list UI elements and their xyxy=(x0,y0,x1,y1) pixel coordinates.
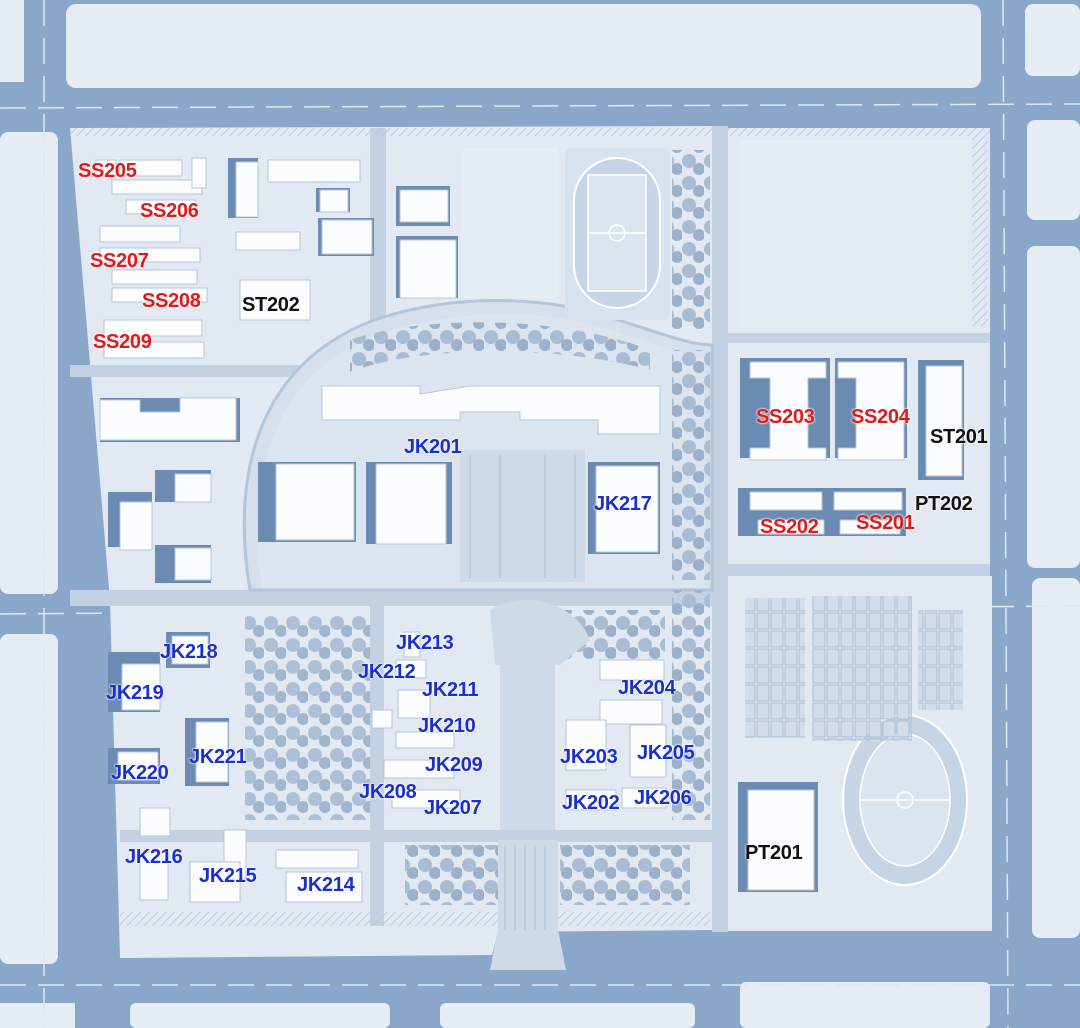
top-stadium xyxy=(565,148,670,320)
label-ss206: SS206 xyxy=(140,200,199,222)
label-jk220: JK220 xyxy=(111,762,169,784)
label-jk221: JK221 xyxy=(189,746,247,768)
label-jk205: JK205 xyxy=(637,742,695,764)
label-jk218: JK218 xyxy=(160,641,218,663)
south-gate xyxy=(490,930,566,970)
label-ss207: SS207 xyxy=(90,250,149,272)
label-jk212: JK212 xyxy=(358,661,416,683)
label-jk206: JK206 xyxy=(634,787,692,809)
label-st201: ST201 xyxy=(930,426,988,448)
label-jk216: JK216 xyxy=(125,846,183,868)
label-jk213: JK213 xyxy=(396,632,454,654)
label-pt201: PT201 xyxy=(745,842,803,864)
label-jk209: JK209 xyxy=(425,754,483,776)
label-st202: ST202 xyxy=(242,294,300,316)
label-ss208: SS208 xyxy=(142,290,201,312)
tree-areas xyxy=(245,150,710,905)
label-jk204: JK204 xyxy=(618,677,676,699)
label-jk207: JK207 xyxy=(424,797,482,819)
label-ss202: SS202 xyxy=(760,516,819,538)
label-jk202: JK202 xyxy=(562,792,620,814)
label-jk219: JK219 xyxy=(106,682,164,704)
label-ss203: SS203 xyxy=(756,406,815,428)
label-jk201: JK201 xyxy=(404,436,462,458)
label-jk217: JK217 xyxy=(594,493,652,515)
label-jk214: JK214 xyxy=(297,874,355,896)
label-ss209: SS209 xyxy=(93,331,152,353)
hatched-edges xyxy=(70,128,990,926)
label-jk210: JK210 xyxy=(418,715,476,737)
buildings xyxy=(95,157,963,903)
label-ss204: SS204 xyxy=(851,406,910,428)
label-jk203: JK203 xyxy=(560,746,618,768)
plazas xyxy=(460,450,590,932)
label-ss201: SS201 xyxy=(856,512,915,534)
bottom-stadium xyxy=(745,596,968,886)
label-jk211: JK211 xyxy=(422,679,479,701)
label-pt202: PT202 xyxy=(915,493,973,515)
label-ss205: SS205 xyxy=(78,160,137,182)
label-jk208: JK208 xyxy=(359,781,417,803)
label-jk215: JK215 xyxy=(199,865,257,887)
